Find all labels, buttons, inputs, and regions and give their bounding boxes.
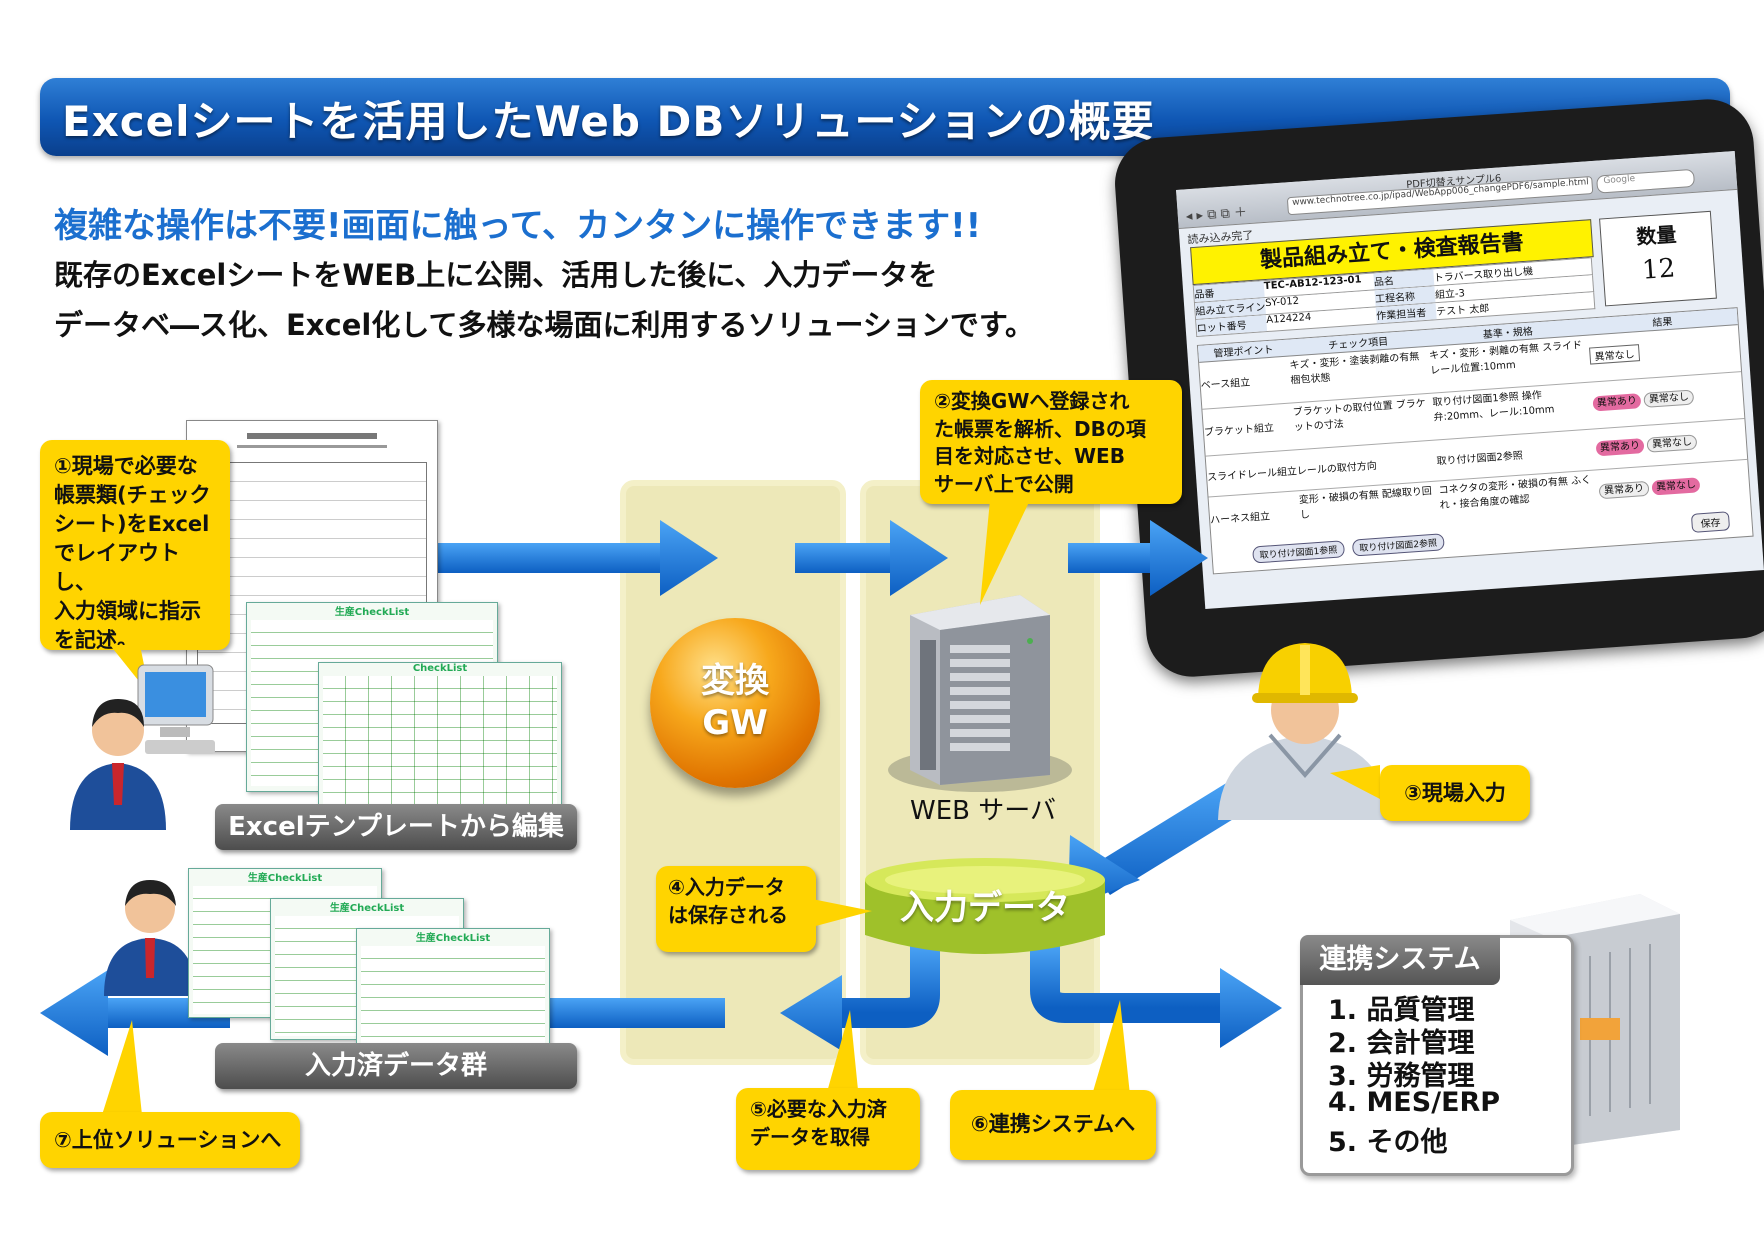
callout-step1: ①現場で必要な 帳票類(チェック シート)をExcel でレイアウトし、 入力領…	[40, 440, 230, 652]
checklist-title: CheckList	[412, 663, 468, 674]
callout-step4: ④入力データ は保存される	[656, 866, 816, 952]
callout-step2: ②変換GWへ登録され た帳票を解析、DBの項 目を対応させ、WEB サーバ上で公…	[920, 380, 1182, 504]
arrow-template-to-gw	[435, 520, 718, 596]
arrow-server-to-tablet	[1068, 520, 1208, 596]
description-line1: 既存のExcelシートをWEB上に公開、活用した後に、入力データを	[54, 258, 938, 292]
gw-sphere	[650, 618, 820, 788]
input-data-label: 入力データ	[900, 888, 1070, 928]
callout-pointer	[1330, 765, 1380, 799]
description-line2: データベ―ス化、Excel化して多様な場面に利用するソリューションです。	[54, 308, 1034, 342]
data-sheet-3: 生産CheckList	[356, 928, 550, 1056]
office-worker-icon	[104, 880, 196, 996]
arrow-data-to-col	[780, 945, 940, 1051]
checklist-title: 生産CheckList	[329, 903, 405, 914]
checklist-title: 生産CheckList	[247, 873, 323, 884]
callout-pointer	[102, 1020, 142, 1115]
callout-step7: ⑦上位ソリューションへ	[40, 1112, 300, 1168]
headline: 複雑な操作は不要!画面に触って、カンタンに操作できます!!	[54, 206, 982, 246]
callout-pointer	[812, 899, 872, 927]
callout-line: データを取得	[750, 1124, 870, 1149]
gw-label-line: 変換	[701, 661, 769, 701]
callout-line: サーバ上で公開	[934, 471, 1074, 496]
callout-step5: ⑤必要な入力済 データを取得	[736, 1088, 920, 1170]
web-server-label: WEB サーバ	[910, 796, 1056, 826]
callout-pointer	[822, 1010, 860, 1110]
callout-step3: ③現場入力	[1380, 765, 1530, 821]
callout-line: でレイアウトし、	[54, 540, 180, 594]
callout-step6: ⑥連携システムへ	[950, 1090, 1156, 1160]
office-worker-pc-icon	[70, 664, 215, 830]
arrow-gw-to-server	[795, 520, 948, 596]
gw-label: 変換 GW	[650, 660, 820, 744]
linked-system-item: 1. 品質管理	[1328, 995, 1475, 1026]
callout-pointer	[980, 500, 1030, 605]
arrow-data-to-linked	[1030, 945, 1282, 1048]
checklist-sheet-2: CheckList	[318, 662, 562, 814]
field-worker-icon	[1218, 643, 1392, 820]
linked-system-item: 5. その他	[1328, 1127, 1448, 1158]
page-title: Excelシートを活用したWeb DBソリューションの概要	[62, 97, 1155, 146]
checklist-title: 生産CheckList	[334, 607, 410, 618]
linked-system-item: 4. MES/ERP	[1328, 1087, 1501, 1118]
checklist-title: 生産CheckList	[415, 933, 491, 944]
excel-template-label: Excelテンプレートから編集	[215, 804, 577, 850]
callout-line: 帳票類(チェック	[54, 482, 211, 507]
callout-line: ②変換GWへ登録され	[934, 389, 1130, 413]
input-done-label: 入力済データ群	[215, 1043, 577, 1089]
gw-label-line: GW	[702, 703, 768, 743]
input-data-database-icon	[865, 858, 1105, 954]
callout-line: た帳票を解析、DBの項	[934, 416, 1146, 441]
linked-system-title: 連携システム	[1300, 935, 1500, 985]
callout-line: ④入力データ	[668, 875, 785, 899]
callout-line: シート)をExcel	[54, 511, 210, 536]
callout-line: は保存される	[668, 902, 788, 927]
linked-system-item: 2. 会計管理	[1328, 1028, 1475, 1059]
web-server-icon	[888, 595, 1072, 792]
linked-system-item: 3. 労務管理	[1328, 1061, 1475, 1092]
callout-pointer	[1092, 1000, 1130, 1095]
callout-line: ①現場で必要な	[54, 454, 198, 478]
callout-line: 目を対応させ、WEB	[934, 444, 1125, 469]
callout-line: ⑤必要な入力済	[750, 1097, 887, 1121]
callout-line: 入力領域に指示	[54, 598, 201, 623]
